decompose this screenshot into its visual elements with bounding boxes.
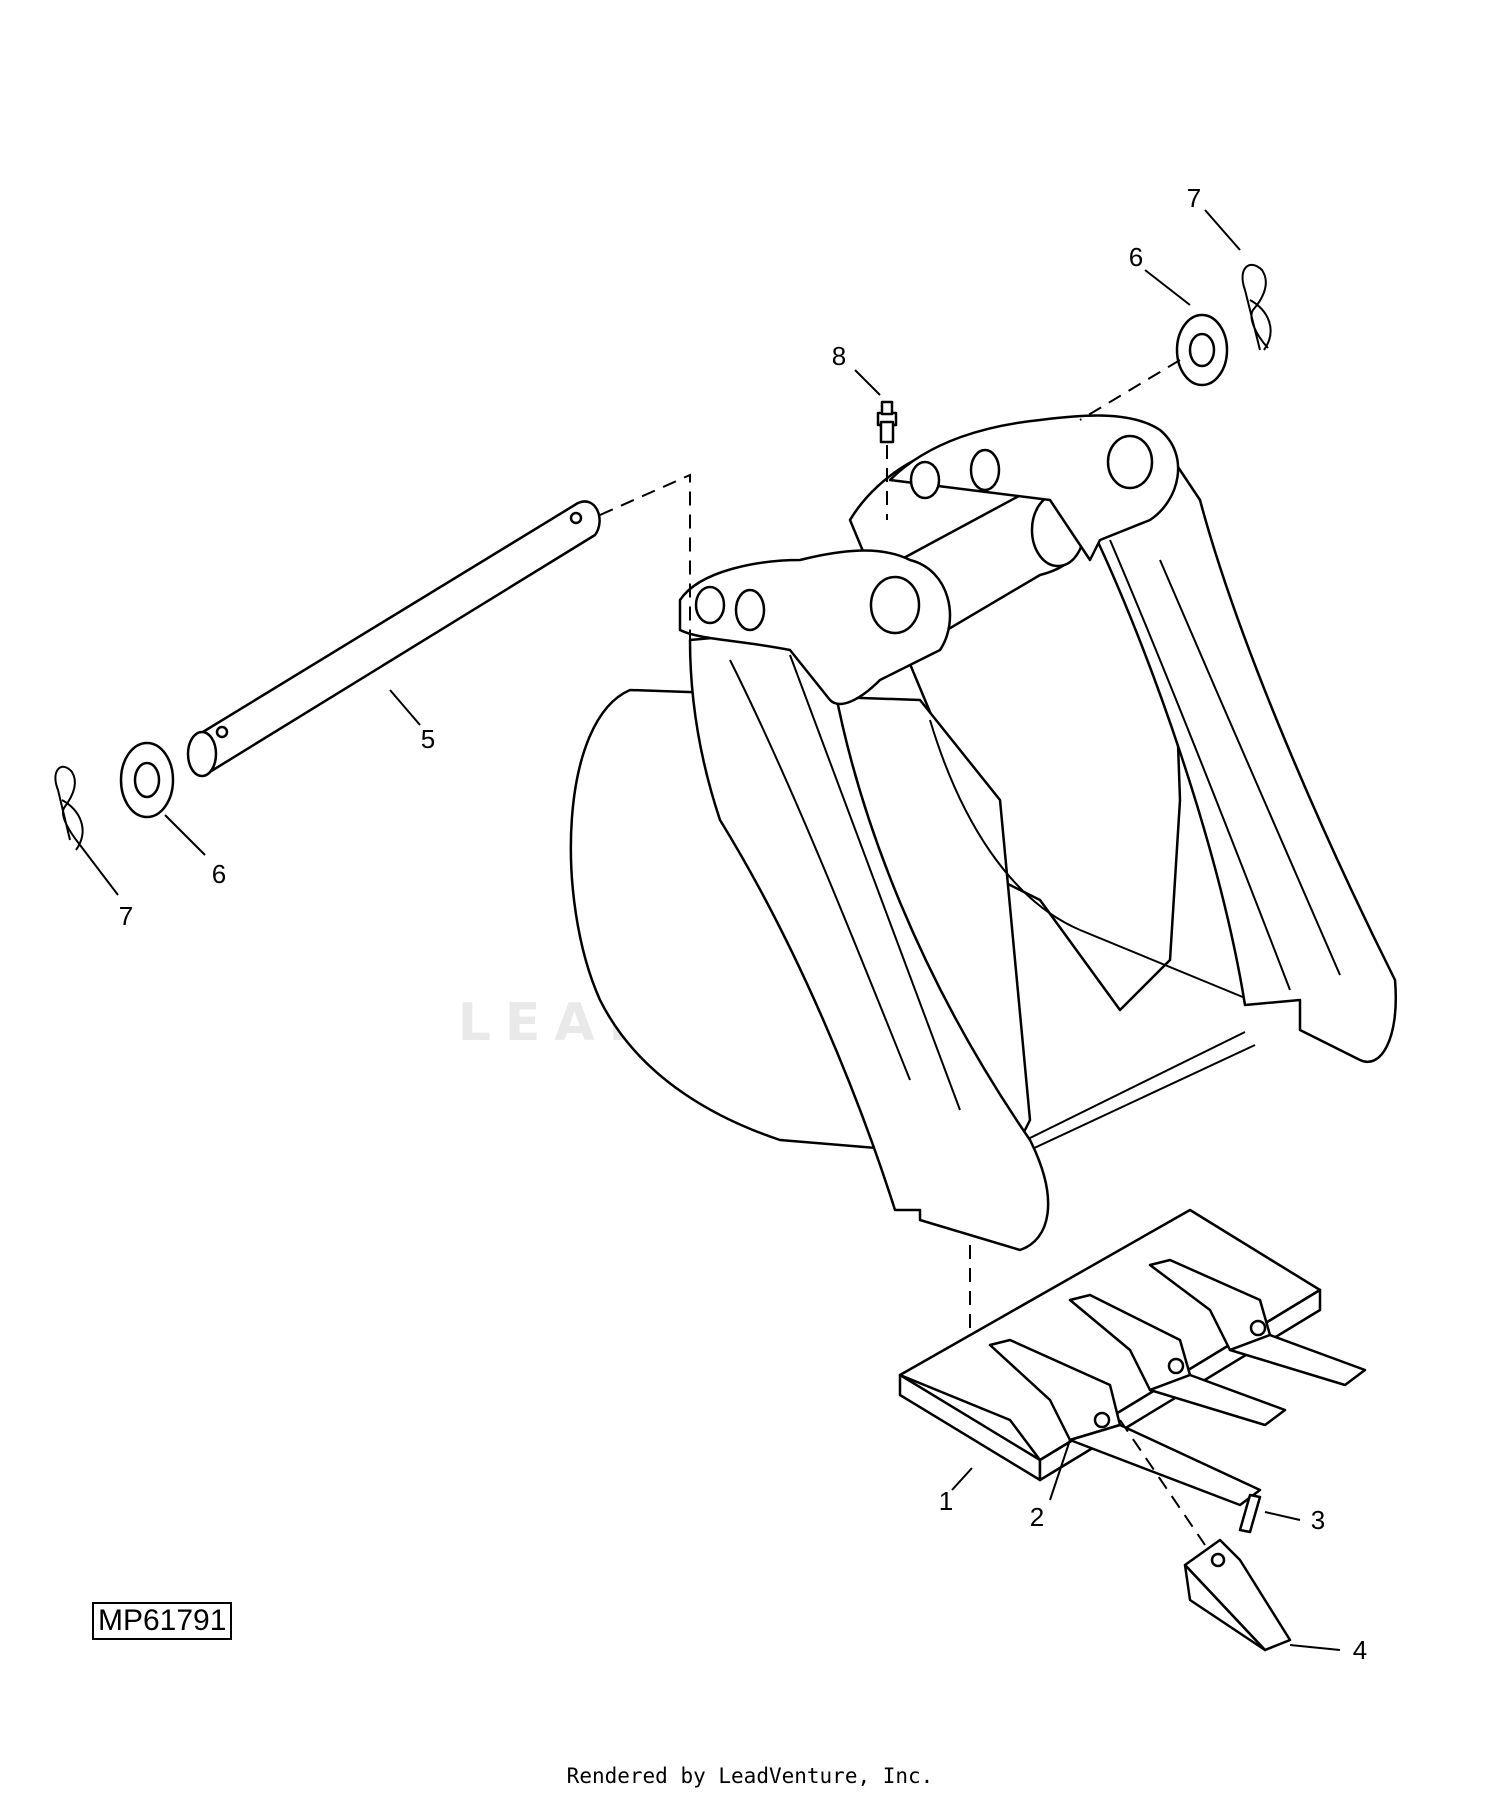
- callout-6-right: 6: [1129, 242, 1143, 272]
- callout-8: 8: [832, 341, 846, 371]
- bucket-tooth: [1183, 1538, 1292, 1652]
- tooth-adapter-middle: [1068, 1293, 1287, 1427]
- pivot-pin: [186, 500, 601, 778]
- hair-pin-right: [1241, 263, 1272, 351]
- footer-credit: Rendered by LeadVenture, Inc.: [566, 1764, 934, 1788]
- washer-left: [119, 741, 175, 819]
- callout-4: 4: [1353, 1635, 1367, 1665]
- hair-pin-left: [54, 765, 84, 851]
- callout-2: 2: [1030, 1502, 1044, 1532]
- callout-7-left: 7: [119, 901, 133, 931]
- tooth-retaining-pin: [1238, 1493, 1262, 1534]
- tooth-adapter-left: [988, 1338, 1262, 1507]
- grease-fitting: [876, 400, 898, 444]
- callout-3: 3: [1311, 1505, 1325, 1535]
- callout-5: 5: [421, 724, 435, 754]
- tooth-adapter-right: [1148, 1258, 1367, 1387]
- drawing-code: MP61791: [92, 1602, 233, 1640]
- washer-right: [1175, 313, 1229, 387]
- bucket-body: [569, 414, 1398, 1252]
- callout-1: 1: [939, 1486, 953, 1516]
- callout-7-right: 7: [1187, 183, 1201, 213]
- callout-6-left: 6: [212, 859, 226, 889]
- leader-lines: [79, 209, 1341, 1651]
